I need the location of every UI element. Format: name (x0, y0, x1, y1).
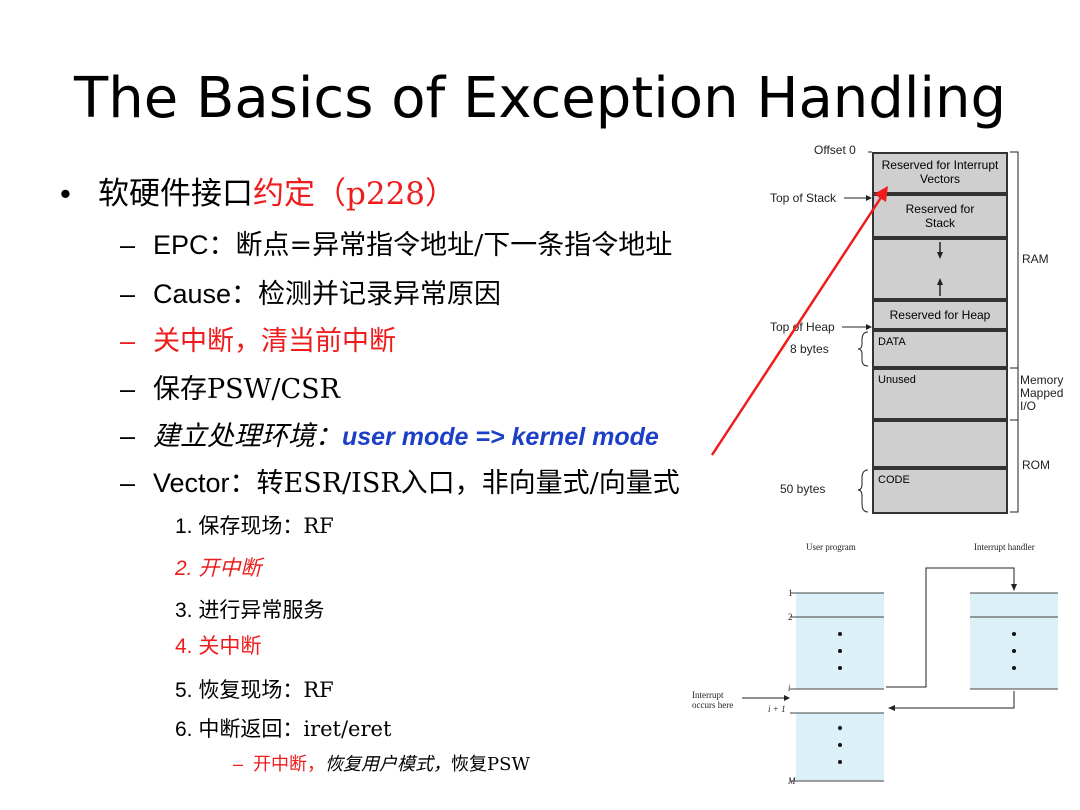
interrupt-handler-label: Interrupt handler (974, 542, 1035, 552)
disable-interrupt-text: 关中断，清当前中断 (153, 326, 396, 357)
block-data: DATA (872, 330, 1008, 368)
label-i-plus-1: i + 1 (768, 704, 786, 714)
cause-label: Cause： (153, 279, 259, 309)
ram-label: RAM (1022, 252, 1049, 266)
bullet-symbol: • (60, 176, 71, 211)
epc-label: EPC： (153, 230, 236, 260)
memory-map-diagram: Offset 0 Top of Stack Top of Heap 8 byte… (768, 140, 1080, 525)
main-bullet: • 软硬件接口约定（p228） (60, 168, 456, 213)
fifty-bytes-label: 50 bytes (780, 482, 826, 496)
slide-title: The Basics of Exception Handling (74, 66, 1006, 131)
memory-map-lines (842, 151, 1019, 513)
sub-item-save-psw: –保存PSW/CSR (120, 374, 340, 405)
sub-item-disable-interrupt: –关中断，清当前中断 (120, 326, 396, 357)
sub-item-vector: –Vector：转ESR/ISR入口，非向量式/向量式 (120, 468, 680, 499)
block-unused: Unused (872, 368, 1008, 420)
interrupt-flow-diagram: User program Interrupt handler Interrupt… (690, 538, 1080, 790)
offset-label: Offset 0 (814, 143, 856, 157)
sub-item-environment: –建立处理环境：user mode => kernel mode (120, 421, 659, 452)
block-interrupt-vectors: Reserved for Interrupt Vectors (872, 152, 1008, 194)
interrupt-flow-lines (742, 567, 1058, 782)
sub-item-cause: –Cause：检测并记录异常原因 (120, 279, 502, 310)
block-heap: Reserved for Heap (872, 300, 1008, 330)
step-5: 5. 恢复现场：RF (175, 678, 334, 702)
vector-text: 转ESR/ISR入口，非向量式/向量式 (256, 468, 680, 499)
block-code: CODE (872, 468, 1008, 514)
vector-label: Vector： (153, 468, 257, 498)
step-2: 2. 开中断 (175, 556, 262, 580)
user-program-label: User program (806, 542, 856, 552)
block-empty (872, 420, 1008, 468)
eight-bytes-label: 8 bytes (790, 342, 829, 356)
top-of-stack-label: Top of Stack (770, 191, 837, 205)
save-psw-text: 保存PSW/CSR (153, 374, 340, 405)
step-3: 3. 进行异常服务 (175, 598, 325, 622)
label-i: i (788, 683, 791, 693)
cause-text: 检测并记录异常原因 (258, 279, 502, 310)
step-4: 4. 关中断 (175, 634, 262, 658)
bullet-prefix: 软硬件接口 (98, 176, 253, 212)
mode-switch-text: user mode => kernel mode (342, 423, 659, 451)
sub-item-epc: –EPC：断点=异常指令地址/下一条指令地址 (120, 230, 673, 261)
memory-mapped-io-label: Memory Mapped I/O (1020, 373, 1064, 413)
block-stack: Reserved for Stack (872, 194, 1008, 238)
environment-label: 建立处理环境： (153, 421, 342, 452)
final-item: – 开中断，恢复用户模式，恢复PSW (233, 754, 530, 775)
step-6: 6. 中断返回：iret/eret (175, 717, 392, 741)
interrupt-occurs-label: Interrupt occurs here (692, 690, 734, 710)
epc-text: 断点=异常指令地址/下一条指令地址 (235, 230, 673, 261)
rom-label: ROM (1022, 458, 1050, 472)
bullet-highlight: 约定（p228） (253, 176, 457, 212)
step-1: 1. 保存现场：RF (175, 514, 334, 538)
top-of-heap-label: Top of Heap (770, 320, 835, 334)
